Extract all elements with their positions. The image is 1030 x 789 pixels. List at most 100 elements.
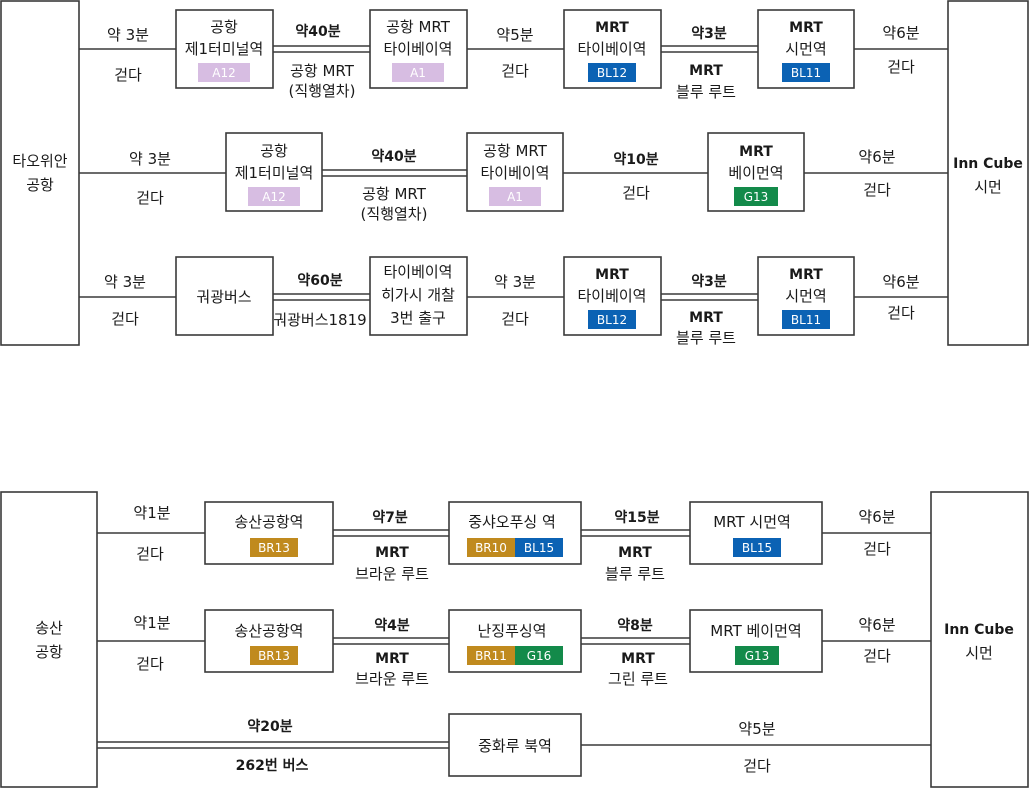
origin-label-line2: 공항	[26, 176, 54, 194]
station-name-line1: 공항 MRT	[483, 142, 548, 160]
segment-mode: 걷다	[743, 757, 771, 775]
station-code: BR13	[258, 649, 290, 663]
segment-time: 약40분	[371, 148, 416, 165]
station-name: 궈광버스	[196, 288, 251, 306]
station-name-line2: 제1터미널역	[185, 40, 264, 58]
segment-mode: 걷다	[863, 540, 891, 558]
destination-label-line2: 시먼	[965, 644, 993, 662]
origin-box-taoyuan-airport	[0, 0, 80, 346]
segment-time: 약 3분	[129, 150, 171, 168]
segment-time: 약3분	[691, 273, 727, 290]
station-name: 난징푸싱역	[477, 622, 546, 640]
segment-time: 약20분	[247, 718, 292, 735]
station-box-mrt-beimen	[707, 132, 805, 212]
segment-mode-line1: MRT	[375, 545, 409, 561]
station-code: BL11	[791, 313, 821, 327]
station-name: 송산공항역	[234, 513, 303, 531]
segment-mode: 걷다	[136, 545, 164, 563]
station-code-badge-brown	[467, 646, 515, 665]
segment-mode-line2: 블루 루트	[676, 83, 736, 101]
station-code: BR13	[258, 541, 290, 555]
station-code-badge	[782, 63, 830, 82]
segment-mode: 걷다	[501, 310, 529, 328]
segment-time: 약5분	[738, 720, 775, 738]
segment-time: 약1분	[133, 614, 170, 632]
station-box-airport-t1	[175, 9, 274, 89]
segment-mode: 걷다	[887, 58, 915, 76]
segment-time: 약7분	[372, 509, 408, 526]
segment-time: 약40분	[295, 23, 340, 40]
destination-box-inn-cube	[930, 491, 1029, 788]
station-box-taipei-east-exit	[369, 256, 468, 336]
station-code: A1	[410, 66, 426, 80]
segment-mode-line2: (직행열차)	[289, 82, 356, 100]
station-code: BR10	[475, 541, 507, 555]
station-code: BL12	[597, 313, 627, 327]
segment-time: 약8분	[617, 617, 653, 634]
station-name: 송산공항역	[234, 622, 303, 640]
station-name-line2: 타이베이역	[480, 164, 549, 182]
segment-time: 약6분	[858, 148, 895, 166]
station-name-line2: 시먼역	[785, 287, 826, 305]
destination-label-line1: Inn Cube	[944, 622, 1014, 638]
segment-mode-line1: MRT	[689, 310, 723, 326]
station-name-line1: MRT	[789, 267, 823, 283]
segment-time: 약1분	[133, 504, 170, 522]
segment-mode: 262번 버스	[236, 757, 309, 774]
destination-label-line2: 시먼	[974, 178, 1002, 196]
station-name-line2: 베이먼역	[728, 164, 783, 182]
station-box-kuokuang-bus	[175, 256, 274, 336]
station-name-line1: MRT	[789, 20, 823, 36]
segment-time: 약 3분	[107, 26, 149, 44]
station-name-line1: 공항	[210, 18, 238, 36]
station-code: A12	[262, 190, 285, 204]
station-name: MRT 베이먼역	[710, 622, 801, 640]
segment-time: 약15분	[614, 509, 659, 526]
station-code: G13	[745, 649, 770, 663]
segment-mode-line2: 브라운 루트	[355, 565, 429, 583]
station-name-line1: 공항 MRT	[386, 18, 451, 36]
station-name-line2: 제1터미널역	[235, 164, 314, 182]
station-code-badge	[198, 63, 250, 82]
station-code-badge	[734, 187, 778, 206]
station-code: BL15	[524, 541, 554, 555]
station-name-line1: 공항	[260, 142, 288, 160]
segment-time: 약4분	[374, 617, 410, 634]
origin-label-line1: 타오위안	[12, 152, 67, 170]
station-name: MRT 시먼역	[713, 513, 791, 531]
station-code: BL11	[791, 66, 821, 80]
station-code: A12	[212, 66, 235, 80]
station-code: G13	[744, 190, 769, 204]
station-code-badge	[735, 646, 779, 665]
station-code-badge	[250, 538, 298, 557]
segment-mode-line1: 공항 MRT	[290, 62, 355, 80]
segment-time: 약 3분	[494, 273, 536, 291]
segment-mode: 걷다	[111, 310, 139, 328]
segment-time: 약6분	[882, 24, 919, 42]
station-code-badge-brown	[467, 538, 515, 557]
station-code-badge	[250, 646, 298, 665]
destination-label-line1: Inn Cube	[953, 156, 1023, 172]
station-code-badge	[588, 310, 636, 329]
station-code-badge	[489, 187, 541, 206]
station-code: G16	[527, 649, 552, 663]
segment-time: 약10분	[613, 151, 658, 168]
station-name-line2: 히가시 개찰	[381, 286, 455, 304]
segment-mode: 걷다	[887, 304, 915, 322]
station-name-line3: 3번 출구	[390, 309, 446, 327]
segment-mode: 걷다	[136, 189, 164, 207]
station-name-line2: 타이베이역	[577, 287, 646, 305]
station-code-badge-blue	[515, 538, 563, 557]
station-code-badge	[733, 538, 781, 557]
segment-mode: 걷다	[501, 62, 529, 80]
segment-mode: 걷다	[114, 66, 142, 84]
station-code-badge	[248, 187, 300, 206]
station-name-line2: 타이베이역	[383, 40, 452, 58]
segment-mode-line2: 브라운 루트	[355, 670, 429, 688]
segment-time: 약3분	[691, 25, 727, 42]
segment-mode: 걷다	[863, 181, 891, 199]
station-name-line1: MRT	[595, 20, 629, 36]
station-name-line1: MRT	[739, 144, 773, 160]
segment-mode-line1: MRT	[689, 63, 723, 79]
